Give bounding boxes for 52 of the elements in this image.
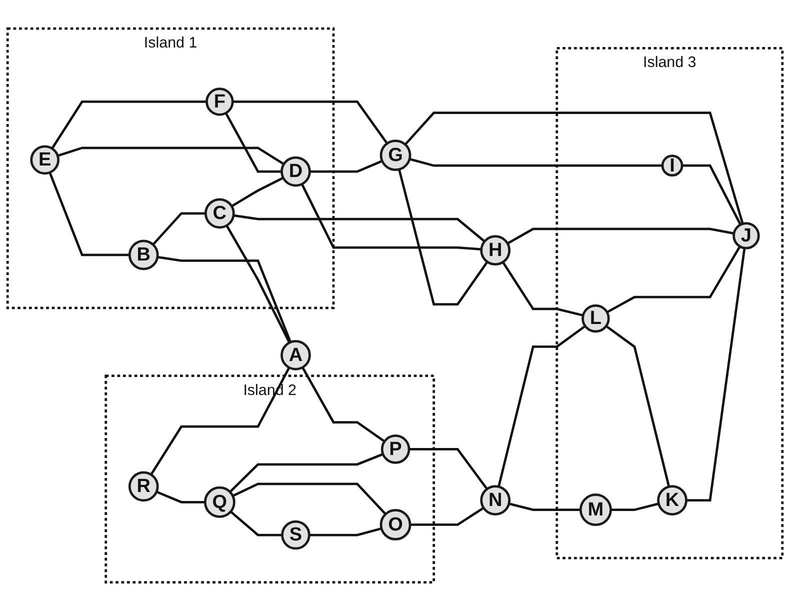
node-circle: A	[280, 340, 311, 370]
node-circle: E	[30, 144, 60, 174]
node-circle: F	[206, 87, 234, 116]
connector	[398, 168, 488, 306]
node-circle: C	[204, 198, 235, 228]
node-circle: O	[380, 508, 412, 540]
connector	[302, 366, 386, 442]
connector	[57, 146, 284, 165]
connector	[152, 212, 206, 245]
node-circle: S	[281, 520, 310, 550]
connector	[404, 111, 744, 224]
connector	[224, 112, 282, 172]
connector	[157, 255, 292, 342]
connector	[48, 172, 130, 256]
connector	[232, 100, 388, 144]
connector	[610, 502, 659, 511]
node-circle: G	[380, 139, 412, 171]
connector	[156, 490, 206, 503]
node-circle: D	[280, 156, 311, 186]
node-circle: I	[661, 154, 684, 176]
connector	[230, 510, 282, 536]
node-circle: R	[128, 470, 159, 502]
connector	[409, 157, 662, 166]
connector	[409, 448, 488, 490]
connector	[150, 366, 290, 475]
node-circle: N	[480, 484, 511, 516]
connector	[229, 452, 384, 492]
node-circle: K	[657, 484, 688, 516]
connector	[233, 214, 486, 242]
connector	[502, 261, 584, 316]
connector	[506, 227, 734, 244]
connector	[410, 506, 484, 526]
node-circle: H	[480, 234, 511, 266]
connector	[498, 324, 586, 487]
node-circle: J	[732, 222, 760, 249]
connector	[682, 164, 742, 225]
node-circle: M	[579, 493, 612, 526]
node-circle: Q	[204, 486, 236, 518]
connector	[232, 482, 386, 514]
node-circle: B	[128, 239, 159, 270]
connector	[51, 100, 207, 149]
node-circle: L	[582, 304, 610, 332]
connector	[309, 526, 382, 536]
connector	[606, 245, 741, 313]
connector	[310, 159, 383, 172]
connector	[605, 324, 670, 487]
connector	[508, 502, 581, 511]
node-circle: P	[380, 434, 410, 464]
connector	[300, 183, 482, 250]
connector	[231, 176, 284, 207]
connector	[686, 247, 746, 502]
connector	[226, 224, 291, 343]
